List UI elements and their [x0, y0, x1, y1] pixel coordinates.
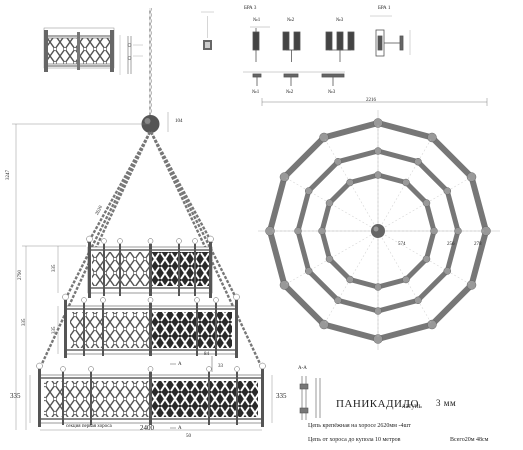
dim-33: 33: [218, 364, 223, 369]
sconce-label-n2-top: №2: [287, 18, 295, 23]
dim-left-335: 335: [10, 392, 21, 400]
dim-height-2790: 2790: [18, 270, 23, 280]
bracket-icon: [201, 11, 214, 50]
sconce-label-n1-top: №1: [253, 18, 261, 23]
dim-total-height: 3247: [6, 170, 11, 180]
dim-84: 84: [204, 352, 209, 357]
candle-cup: [279, 172, 290, 182]
candle-cup: [373, 334, 383, 344]
dim-plan-574: 574: [398, 242, 406, 247]
candle-cup: [427, 132, 437, 143]
sconce-label-n3-bottom: №3: [328, 90, 336, 95]
candle-cup: [422, 199, 431, 207]
candle-cup: [481, 226, 491, 236]
sconce-label-bra1: БРА 1: [378, 6, 391, 11]
candle-cup: [325, 255, 334, 263]
chandelier-plan-view: [258, 110, 500, 350]
section-mark-a-2: A: [178, 426, 182, 431]
plan-spoke: [323, 137, 379, 232]
dim-plan-256: 256: [447, 242, 455, 247]
dim-50: 50: [186, 434, 191, 439]
sconce-label-bra3: БРА 3: [244, 6, 257, 11]
candle-cup: [334, 157, 342, 166]
candle-cup: [319, 132, 329, 143]
candle-cup: [402, 275, 410, 284]
sconce-plan-views: [243, 71, 345, 86]
candle-cup: [325, 199, 334, 207]
candle-cup: [414, 157, 422, 166]
plan-spoke: [377, 137, 433, 232]
sconce-drawings: [250, 15, 411, 62]
candle-cup: [454, 227, 462, 235]
candle-cup: [304, 267, 313, 275]
candle-cup: [466, 280, 477, 290]
top-span-dimension: [261, 98, 488, 106]
candle-cup: [430, 227, 438, 235]
candle-cup: [373, 118, 383, 128]
dim-tier-h2: 335: [52, 326, 57, 335]
profile-section-aa: [299, 376, 321, 420]
sconce-label-n3-top: №3: [336, 18, 344, 23]
candle-cup: [374, 283, 382, 291]
dim-ball-offset: 104: [175, 119, 183, 124]
dim-tier-h3: 335: [22, 318, 27, 327]
candle-cup: [402, 178, 410, 187]
chain-note: Цепь крепёжная на хоросе 2620мм -4шт: [308, 423, 411, 429]
candle-cup: [443, 187, 452, 195]
candle-cup: [346, 275, 354, 284]
section-mark-a-1: A: [178, 362, 182, 367]
candle-cup: [279, 280, 290, 290]
sconce-label-n1-bottom: №1: [252, 90, 260, 95]
candle-cup: [346, 178, 354, 187]
candle-cup: [443, 267, 452, 275]
section-detail-drawing: [43, 27, 143, 75]
candle-cup: [466, 172, 477, 182]
title-panikadilo: ПАНИКАДИЛО: [336, 398, 419, 410]
candle-cup: [374, 307, 382, 315]
candle-cup: [319, 319, 329, 330]
dim-right-335: 335: [276, 392, 287, 400]
candle-cup: [294, 227, 302, 235]
candle-cup: [304, 187, 313, 195]
chain-dome-note: Цепь от хороса до купола 10 метров: [308, 437, 401, 443]
thickness-label: 3 мм: [436, 398, 457, 408]
dim-tier-h1: 335: [52, 264, 57, 273]
dim-top-span: 2216: [366, 98, 376, 103]
sconce-label-n2-bottom: №2: [286, 90, 294, 95]
candle-cup: [374, 147, 382, 155]
candle-cup: [422, 255, 431, 263]
candle-cup: [334, 296, 342, 305]
candle-cup: [318, 227, 326, 235]
chandelier-elevation: [12, 8, 273, 431]
section-label-aa: A-A: [298, 366, 307, 371]
candle-cup: [265, 226, 275, 236]
dim-plan-278: 278: [474, 242, 482, 247]
section-caption: секция первая хороса: [66, 424, 112, 429]
candle-cup: [374, 171, 382, 179]
candle-cup: [414, 296, 422, 305]
total-note: Всего20м 48см: [450, 437, 489, 443]
candle-cup: [427, 319, 437, 330]
dim-width-bottom: 2400: [140, 424, 154, 432]
material-label: латунь: [402, 402, 422, 410]
